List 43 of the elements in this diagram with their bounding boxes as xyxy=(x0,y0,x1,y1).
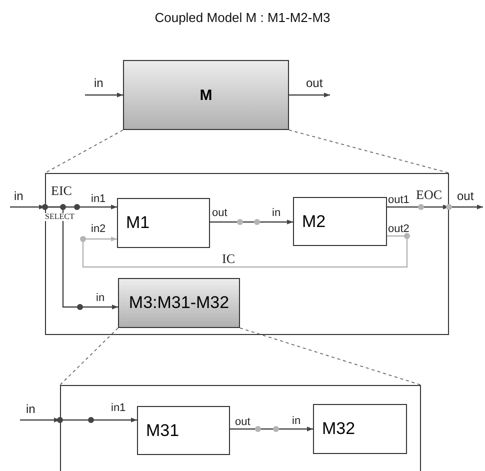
model-box: M32 xyxy=(313,404,407,454)
coupled-model-frame xyxy=(45,173,449,335)
connector-arrow xyxy=(210,220,293,224)
connector-arrow xyxy=(85,92,123,98)
model-box: M31 xyxy=(137,406,230,455)
connector-arrow xyxy=(10,204,45,210)
diagram-title: Coupled Model M : M1-M2-M3 xyxy=(154,10,332,25)
projection-line xyxy=(240,328,422,386)
projection-line xyxy=(288,130,450,174)
edge-label: out xyxy=(306,77,323,89)
connector-arrow xyxy=(45,206,118,310)
projection-line xyxy=(60,328,118,386)
coupling-label: SELECT xyxy=(45,213,74,221)
port-label: out2 xyxy=(388,224,410,235)
port-label: in xyxy=(292,416,301,427)
port-label: in xyxy=(272,208,281,219)
model-box: M1 xyxy=(117,198,210,248)
edge-label: in xyxy=(14,190,24,202)
model-box: M xyxy=(123,60,289,130)
coupled-model-frame xyxy=(60,385,421,471)
connector-arrow xyxy=(82,235,408,268)
port-label: out1 xyxy=(388,195,410,206)
port-label: in1 xyxy=(111,403,126,414)
model-box: M2 xyxy=(293,197,387,246)
port-label: in1 xyxy=(91,194,106,205)
edge-label: in xyxy=(26,403,36,415)
port-label: out xyxy=(212,208,228,219)
projection-line xyxy=(44,130,124,174)
port-label: in2 xyxy=(91,224,106,235)
coupling-label: EIC xyxy=(51,184,72,197)
connector-arrow xyxy=(289,92,330,98)
connector-arrow xyxy=(230,426,313,432)
model-box: M3:M31-M32 xyxy=(118,278,240,328)
edge-label: in xyxy=(94,77,104,89)
edge-label: out xyxy=(457,190,474,202)
port-label: out xyxy=(235,417,250,428)
connector-arrow xyxy=(449,204,483,210)
coupling-label: EOC xyxy=(416,188,442,201)
edge-label: IC xyxy=(222,252,235,265)
port-label: in xyxy=(96,293,105,304)
connector-arrow xyxy=(387,204,449,210)
connector-arrow xyxy=(60,418,137,422)
connector-arrow xyxy=(20,418,60,422)
